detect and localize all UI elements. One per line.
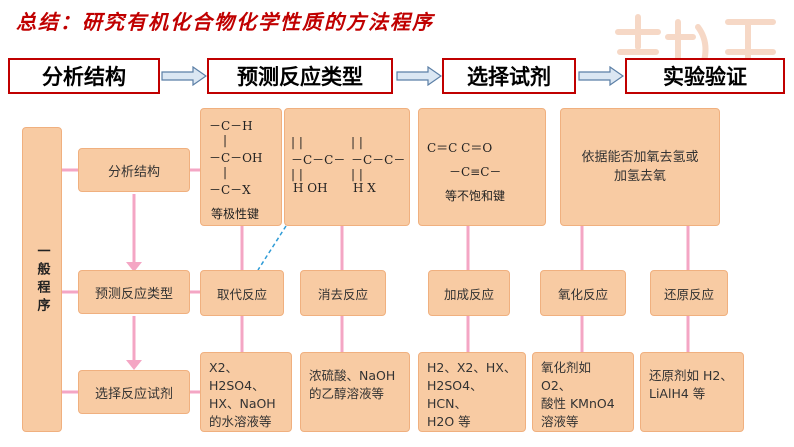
page-title: 总结：研究有机化合物化学性质的方法程序: [16, 10, 434, 34]
arrow-right-icon: [396, 66, 442, 86]
reagent-line: 的水溶液等: [209, 414, 272, 429]
row-choose-reagent: 选择反应试剂: [78, 370, 190, 414]
reagent-line: H2O 等: [427, 414, 471, 429]
row-analyze-structure: 分析结构: [78, 148, 190, 192]
row-predict-reaction-type: 预测反应类型: [78, 270, 190, 314]
reagent-line: LiAlH4 等: [649, 386, 706, 401]
reagent-line: 浓硫酸、NaOH: [309, 368, 396, 383]
reagent-line: 溶液等: [541, 414, 579, 429]
reaction-oxidation: 氧化反应: [540, 270, 626, 316]
step-choose-reagent: 选择试剂: [442, 58, 576, 94]
reagent-elimination: 浓硫酸、NaOH 的乙醇溶液等: [300, 352, 410, 432]
reagent-line: HX、NaOH: [209, 396, 276, 411]
structure-redox-criterion: 依据能否加氧去氢或 加氢去氧: [560, 108, 720, 226]
arrow-right-icon: [161, 66, 207, 86]
step-verify-experiment: 实验验证: [625, 58, 785, 94]
structure-unsaturated-bond: C＝C C＝O －C≡C－ 等不饱和键: [418, 108, 546, 226]
reagent-line: X2、H2SO4、: [209, 360, 265, 393]
reagent-addition: H2、X2、HX、 H2SO4、HCN、 H2O 等: [418, 352, 526, 432]
reaction-addition: 加成反应: [428, 270, 510, 316]
reagent-line: 酸性 KMnO4: [541, 396, 615, 411]
reagent-line: 还原剂如 H2、: [649, 368, 733, 383]
reagent-line: H2、X2、HX、: [427, 360, 517, 375]
arrow-right-icon: [578, 66, 624, 86]
reagent-reduction: 还原剂如 H2、 LiAlH4 等: [640, 352, 744, 432]
reaction-elimination: 消去反应: [300, 270, 386, 316]
step-analyze-structure: 分析结构: [8, 58, 160, 94]
reaction-substitution: 取代反应: [200, 270, 284, 316]
reagent-line: 氧化剂如 O2、: [541, 360, 592, 393]
reaction-reduction: 还原反应: [650, 270, 728, 316]
step-predict-reaction: 预测反应类型: [207, 58, 393, 94]
reagent-line: H2SO4、HCN、: [427, 378, 483, 411]
reagent-oxidation: 氧化剂如 O2、 酸性 KMnO4 溶液等: [532, 352, 634, 432]
general-procedure-label: 一般程序: [22, 127, 62, 432]
structure-polar-bond: －C－H | －C－OH | －C－X 等极性键: [200, 108, 282, 226]
structure-elimination: | | | | －C－C－ －C－C－ | | | | H OH H X: [284, 108, 410, 226]
reagent-substitution: X2、H2SO4、 HX、NaOH 的水溶液等: [200, 352, 292, 432]
reagent-line: 的乙醇溶液等: [309, 386, 385, 401]
